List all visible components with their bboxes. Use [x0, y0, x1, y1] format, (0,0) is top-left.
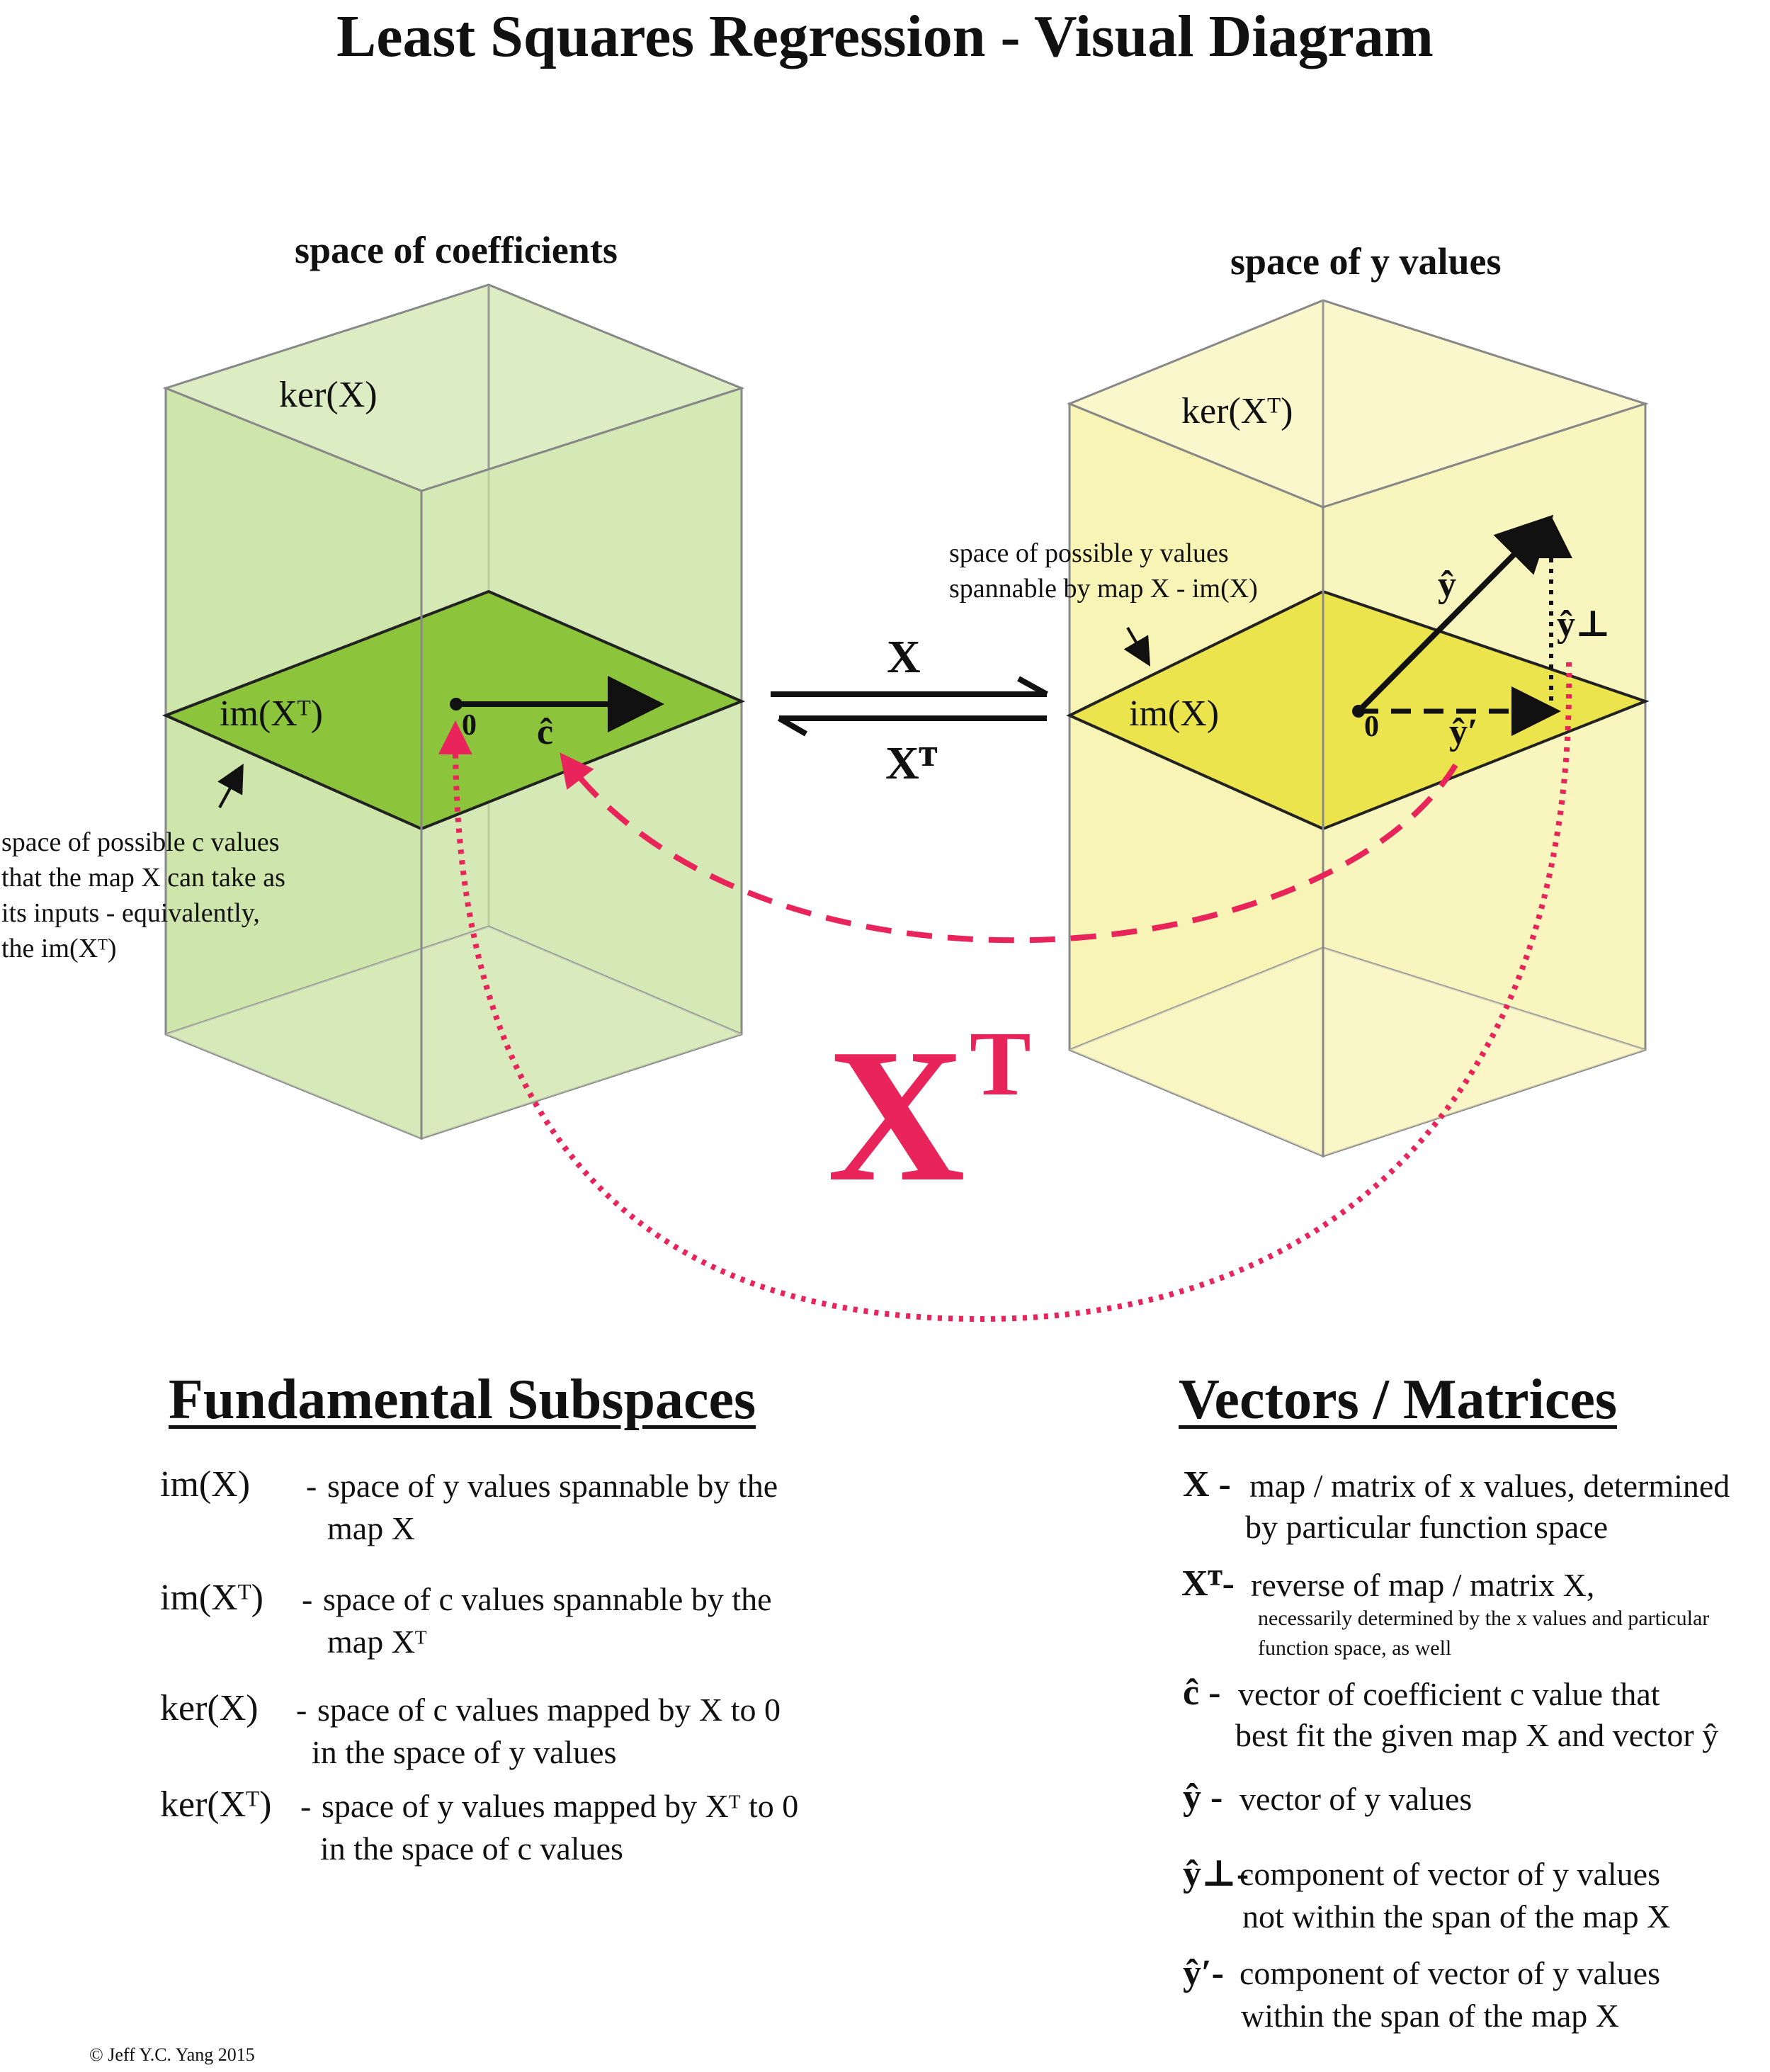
- right-space-note: space of possible y values spannable by …: [949, 538, 1258, 604]
- y-hat-vector: [1356, 514, 1554, 713]
- dashed-map-curve: [560, 752, 1458, 944]
- fundamental-heading: Fundamental Subspaces: [169, 1369, 756, 1431]
- left-image-label: im(Xᵀ): [220, 694, 323, 734]
- right-origin-label: 0: [1364, 711, 1379, 743]
- left-space-label: space of coefficients: [295, 229, 618, 271]
- left-kernel-label: ker(X): [279, 375, 378, 415]
- reverse-map-label: Xᵀ: [885, 737, 938, 789]
- left-image-plane: [161, 589, 746, 831]
- copyright: © Jeff Y.C. Yang 2015: [89, 2044, 255, 2065]
- right-kernel-label: ker(Xᵀ): [1181, 391, 1293, 431]
- big-transpose-label: XT: [827, 1009, 1031, 1221]
- right-cube: [1066, 299, 1650, 1158]
- left-space-note: space of possible c values that the map …: [1, 827, 285, 963]
- right-space-label: space of y values: [1230, 240, 1502, 283]
- map-arrows: [771, 676, 1048, 737]
- y-hat-label: ŷ: [1438, 565, 1456, 605]
- right-note-pointer: [1123, 626, 1151, 667]
- transpose-curves: [438, 662, 1572, 1323]
- right-image-label: im(X): [1129, 694, 1220, 734]
- left-note-pointer: [217, 763, 244, 808]
- y-prime-label: ŷ′: [1449, 712, 1478, 752]
- y-perp-label: ŷ⊥: [1557, 604, 1611, 645]
- forward-map-label: X: [887, 631, 921, 683]
- left-origin-label: 0: [462, 709, 477, 742]
- page-title: Least Squares Regression - Visual Diagra…: [336, 4, 1434, 69]
- vectors-heading: Vectors / Matrices: [1179, 1369, 1617, 1431]
- c-hat-label: ĉ: [537, 712, 554, 752]
